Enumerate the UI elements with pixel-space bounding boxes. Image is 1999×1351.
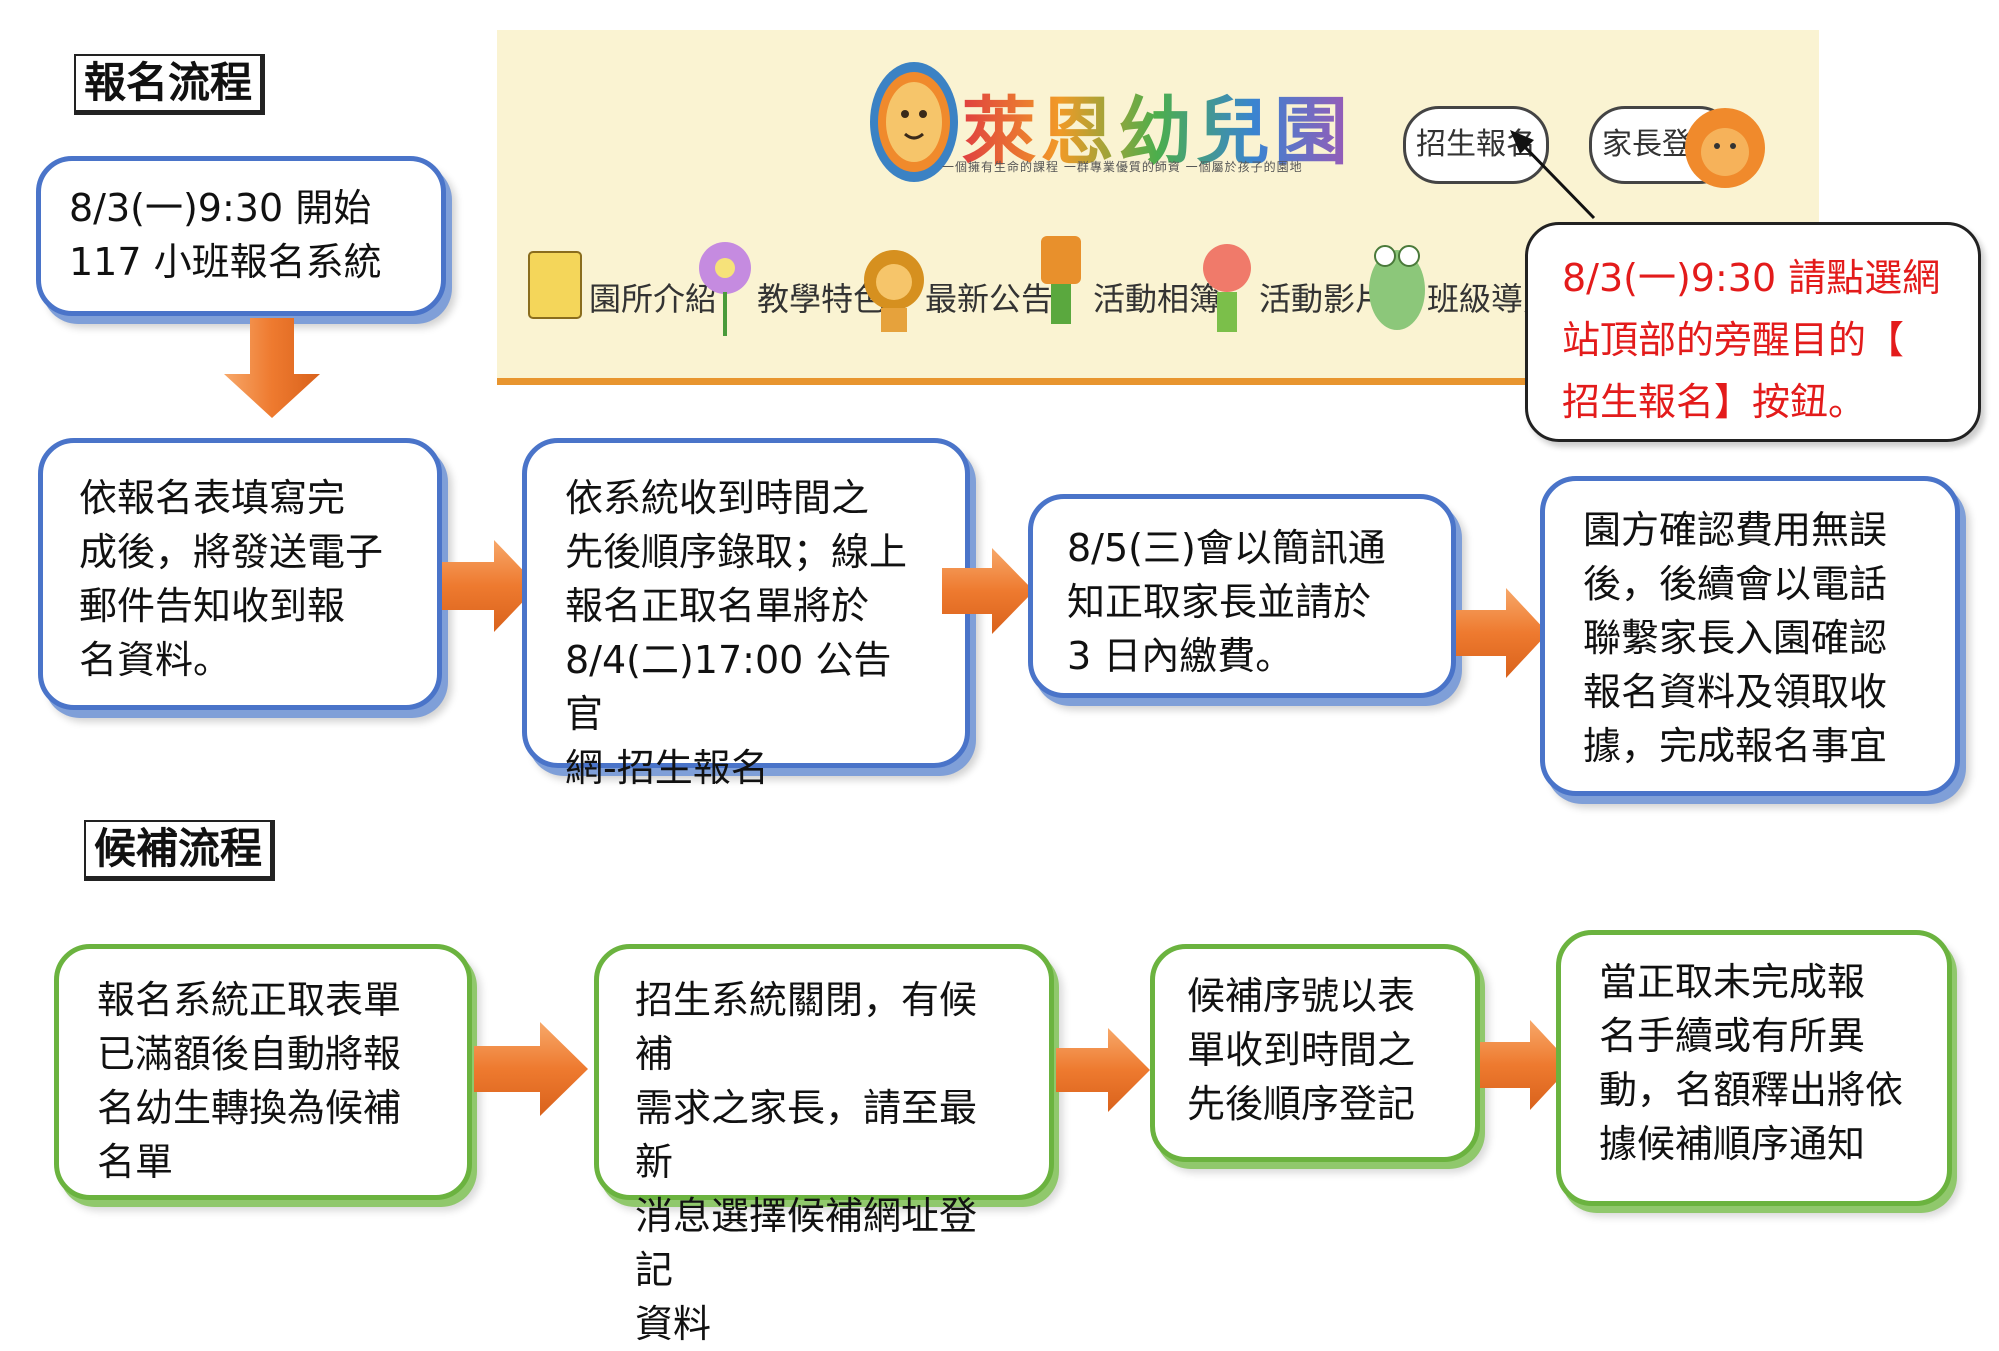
nav-label: 園所介紹	[589, 280, 718, 318]
waitlist-section-title: 候補流程	[84, 820, 276, 881]
book-icon	[528, 251, 582, 319]
right-arrow-icon	[474, 1022, 588, 1116]
waitlist-step-2: 招生系統關閉，有候補 需求之家長，請至最新 消息選擇候補網址登記 資料	[594, 944, 1054, 1346]
enroll-instruction-note: 8/3(一)9:30 請點選網 站頂部的旁醒目的【 招生報名】按鈕。	[1525, 222, 1981, 442]
school-logo-text: 萊恩幼兒園	[962, 89, 1352, 175]
registration-step-4: 園方確認費用無誤 後，後續會以電話 聯繫家長入園確認 報名資料及領取收 據，完成…	[1540, 476, 1960, 796]
lion-mascot-icon	[1685, 108, 1765, 188]
waitlist-step-1: 報名系統正取表單 已滿額後自動將報 名幼生轉換為候補 名單	[54, 944, 472, 1200]
nav-item-video[interactable]: 活動影片	[1197, 230, 1387, 340]
registration-step-3: 8/5(三)會以簡訊通 知正取家長並請於 3 日內繳費。	[1028, 494, 1456, 698]
right-arrow-icon	[942, 548, 1034, 634]
right-arrow-icon	[1456, 588, 1548, 678]
nav-item-album[interactable]: 活動相簿	[1031, 230, 1221, 340]
registration-step-2: 依系統收到時間之 先後順序錄取；線上 報名正取名單將於 8/4(二)17:00 …	[522, 438, 970, 790]
lion-icon	[864, 250, 924, 332]
right-arrow-icon	[1480, 1020, 1572, 1110]
nav-label: 最新公告	[925, 280, 1054, 318]
right-arrow-icon	[1056, 1028, 1150, 1112]
nav-item-class-tour[interactable]: 班級導覽	[1365, 230, 1555, 340]
character-icon	[1041, 236, 1081, 324]
right-arrow-icon	[442, 540, 538, 632]
registration-start-box: 8/3(一)9:30 開始 117 小班報名系統	[36, 156, 446, 316]
nav-label: 活動相簿	[1093, 280, 1222, 318]
registration-section-title: 報名流程	[74, 54, 266, 115]
frog-icon	[1369, 245, 1425, 330]
boy-icon	[1203, 244, 1251, 332]
registration-step-1: 依報名表填寫完 成後，將發送電子 郵件告知收到報 名資料。	[38, 438, 442, 710]
nav-item-about[interactable]: 園所介紹	[527, 230, 717, 340]
nav-label: 活動影片	[1259, 280, 1388, 318]
flower-icon	[699, 242, 751, 336]
nav-item-news[interactable]: 最新公告	[863, 230, 1053, 340]
lion-logo-icon	[870, 62, 958, 182]
pointer-arrow-icon	[1510, 130, 1596, 220]
nav-item-teaching[interactable]: 教學特色	[695, 230, 885, 340]
waitlist-step-3: 候補序號以表 單收到時間之 先後順序登記	[1150, 944, 1480, 1162]
down-arrow-icon	[224, 318, 320, 418]
nav-label: 教學特色	[757, 280, 886, 318]
school-tagline: 一個擁有生命的課程 一群專業優質的師資 一個屬於孩子的園地	[942, 160, 1303, 174]
waitlist-step-4: 當正取未完成報 名手續或有所異 動，名額釋出將依 據候補順序通知	[1556, 930, 1952, 1206]
